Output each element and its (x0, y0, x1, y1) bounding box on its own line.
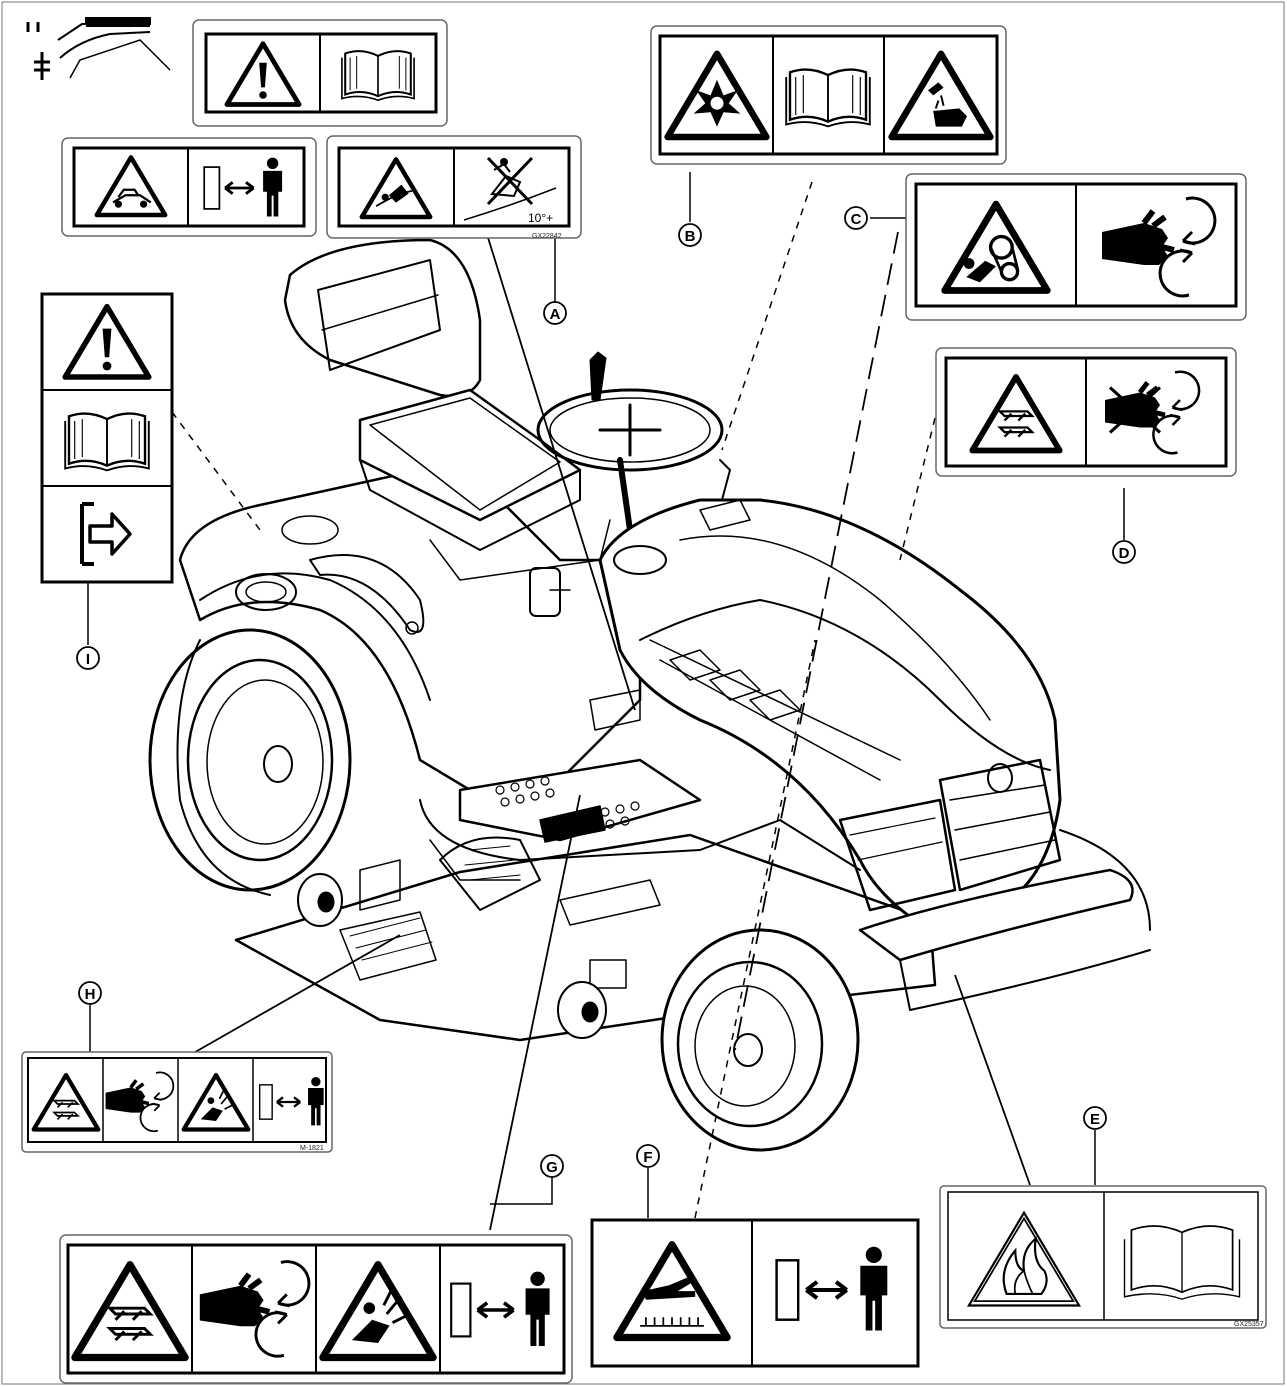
hot-surface-warning-triangle-icon (617, 1245, 727, 1338)
decal-a-code: GX22842 (532, 233, 562, 240)
svg-text:G: G (546, 1159, 558, 1176)
decal-d (935, 347, 1237, 477)
manual-book-icon (340, 50, 416, 102)
svg-text:I: I (86, 651, 90, 668)
warning-triangle-icon (227, 44, 299, 105)
fire-warning-triangle-icon (966, 1210, 1082, 1307)
decal-e: GX25357 (939, 1185, 1267, 1329)
callout-c: C (844, 206, 868, 230)
decal-h-code: M-1821 (300, 1145, 324, 1152)
callout-b: B (678, 223, 702, 247)
callout-e: E (1083, 1106, 1107, 1130)
decal-e-code: GX25357 (1234, 1321, 1264, 1328)
svg-text:B: B (685, 228, 696, 245)
decal-c (905, 173, 1247, 321)
svg-text:F: F (643, 1149, 652, 1166)
thrown-object-triangle-icon (184, 1075, 249, 1129)
top-left-fragment (26, 17, 171, 80)
manual-book-icon (785, 68, 871, 128)
decal-b (650, 25, 1007, 165)
manual-book-icon (64, 412, 150, 472)
exit-arrow-icon (80, 502, 132, 566)
slope-angle-label: 10°+ (528, 211, 553, 225)
decal-a-left (61, 137, 317, 237)
manual-book-icon (1123, 1225, 1241, 1300)
callout-a: A (543, 301, 567, 325)
explosion-warning-triangle-icon (668, 54, 767, 137)
svg-text:D: D (1119, 545, 1130, 562)
svg-text:A: A (550, 306, 561, 323)
corrosive-warning-triangle-icon (892, 54, 991, 137)
decal-f (590, 1218, 920, 1368)
entanglement-warning-triangle-icon (945, 204, 1048, 290)
keep-hands-away-rotating-parts-icon (1105, 372, 1199, 454)
rollover-warning-triangle-icon (362, 159, 430, 217)
callout-f: F (636, 1144, 660, 1168)
svg-text:C: C (851, 211, 862, 228)
callout-i: I (76, 646, 100, 670)
svg-text:H: H (85, 986, 96, 1003)
run-over-warning-triangle-icon (97, 157, 165, 215)
decal-i (40, 292, 174, 584)
warning-triangle-icon (65, 307, 149, 377)
thrown-object-triangle-icon (323, 1265, 433, 1358)
callout-g: G (540, 1154, 564, 1178)
decal-a-top-warning-manual (192, 19, 448, 127)
no-slope-operation-icon (463, 156, 557, 221)
svg-text:E: E (1090, 1111, 1100, 1128)
decal-h: M-1821 (21, 1051, 333, 1153)
lawn-tractor-drawing (148, 238, 1151, 1152)
leader-lines (87, 172, 1125, 1231)
callout-d: D (1112, 540, 1136, 564)
callout-h: H (78, 981, 102, 1005)
decal-g (59, 1234, 573, 1384)
decal-a-right: 10°+ GX22842 (326, 135, 582, 240)
